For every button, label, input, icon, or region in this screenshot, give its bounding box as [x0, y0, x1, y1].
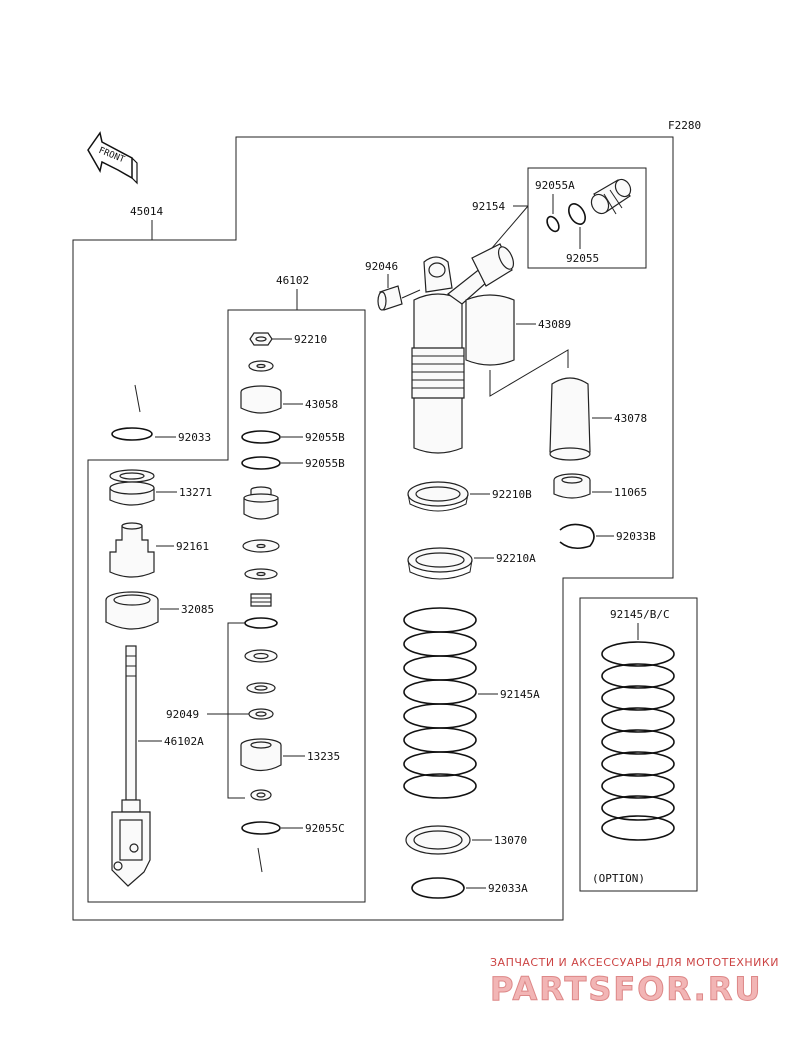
- label-92049: 92049: [166, 708, 199, 721]
- part-adjuster-knob: [590, 178, 632, 215]
- part-13070-spring-seat: [405, 825, 471, 855]
- label-92055: 92055: [566, 252, 599, 265]
- label-32085: 32085: [181, 603, 214, 616]
- part-92055B-o-ring-1: [241, 430, 281, 444]
- part-32085-cap: [105, 591, 159, 630]
- label-92055C: 92055C: [305, 822, 345, 835]
- watermark-tagline: ЗАПЧАСТИ И АКСЕССУАРЫ ДЛЯ МОТОТЕХНИКИ: [490, 956, 779, 969]
- label-46102: 46102: [276, 274, 309, 287]
- label-92055B-2: 92055B: [305, 457, 345, 470]
- part-92046-bearing: [377, 285, 403, 311]
- label-92210A: 92210A: [496, 552, 536, 565]
- part-seal-head: [243, 486, 279, 520]
- label-92161: 92161: [176, 540, 209, 553]
- option-note: (OPTION): [592, 872, 645, 885]
- label-46102A: 46102A: [164, 735, 204, 748]
- label-92145BC: 92145/B/C: [610, 608, 670, 621]
- part-92210A-adjust-nut: [407, 547, 473, 580]
- figure-code: F2280: [668, 119, 701, 132]
- label-92154: 92154: [472, 200, 505, 213]
- label-92055B-1: 92055B: [305, 431, 345, 444]
- watermark-logo: PARTSFOR.RU: [490, 970, 762, 1008]
- part-92055C-o-ring: [241, 821, 281, 835]
- label-43089: 43089: [538, 318, 571, 331]
- part-43089-reservoir: [465, 243, 515, 366]
- label-13235: 13235: [307, 750, 340, 763]
- label-43058: 43058: [305, 398, 338, 411]
- assembly-frame-46102: [87, 309, 366, 903]
- assembly-frame-45014: [72, 136, 674, 921]
- label-92033B: 92033B: [616, 530, 656, 543]
- label-92210: 92210: [294, 333, 327, 346]
- part-92033-circlip: [111, 427, 153, 441]
- label-92145A: 92145A: [500, 688, 540, 701]
- label-11065: 11065: [614, 486, 647, 499]
- label-92033: 92033: [178, 431, 211, 444]
- label-45014: 45014: [130, 205, 163, 218]
- label-92046: 92046: [365, 260, 398, 273]
- part-92033B-circlip: [559, 523, 595, 550]
- part-46102A-piston-rod: [111, 645, 151, 887]
- label-13070: 13070: [494, 834, 527, 847]
- part-92033A-circlip: [411, 877, 465, 899]
- front-arrow-icon: FRONT: [87, 131, 138, 185]
- part-92145A-spring: [403, 607, 477, 799]
- label-13271: 13271: [179, 486, 212, 499]
- label-92033A: 92033A: [488, 882, 528, 895]
- part-11065-cap: [553, 473, 591, 499]
- part-92210B-lock-nut: [407, 481, 469, 512]
- label-92055A: 92055A: [535, 179, 575, 192]
- label-92210B: 92210B: [492, 488, 532, 501]
- part-92055B-o-ring-2: [241, 456, 281, 470]
- part-ring-upper: [244, 617, 278, 629]
- part-valve-spring: [250, 593, 272, 607]
- part-43058-collar: [240, 385, 282, 414]
- part-92055A-o-ring: [546, 215, 560, 233]
- part-92055-o-ring: [568, 203, 586, 225]
- option-spring-box: [579, 597, 698, 892]
- part-13271-bump-stop-cup: [109, 469, 155, 506]
- label-43078: 43078: [614, 412, 647, 425]
- part-92210-nut: [249, 332, 273, 346]
- part-92145BC-option-spring: [601, 641, 675, 841]
- part-13235-piston: [240, 738, 282, 772]
- part-92161-bump-rubber: [109, 522, 155, 578]
- adjuster-box: [527, 167, 647, 269]
- part-43078-reservoir-cap: [549, 377, 591, 461]
